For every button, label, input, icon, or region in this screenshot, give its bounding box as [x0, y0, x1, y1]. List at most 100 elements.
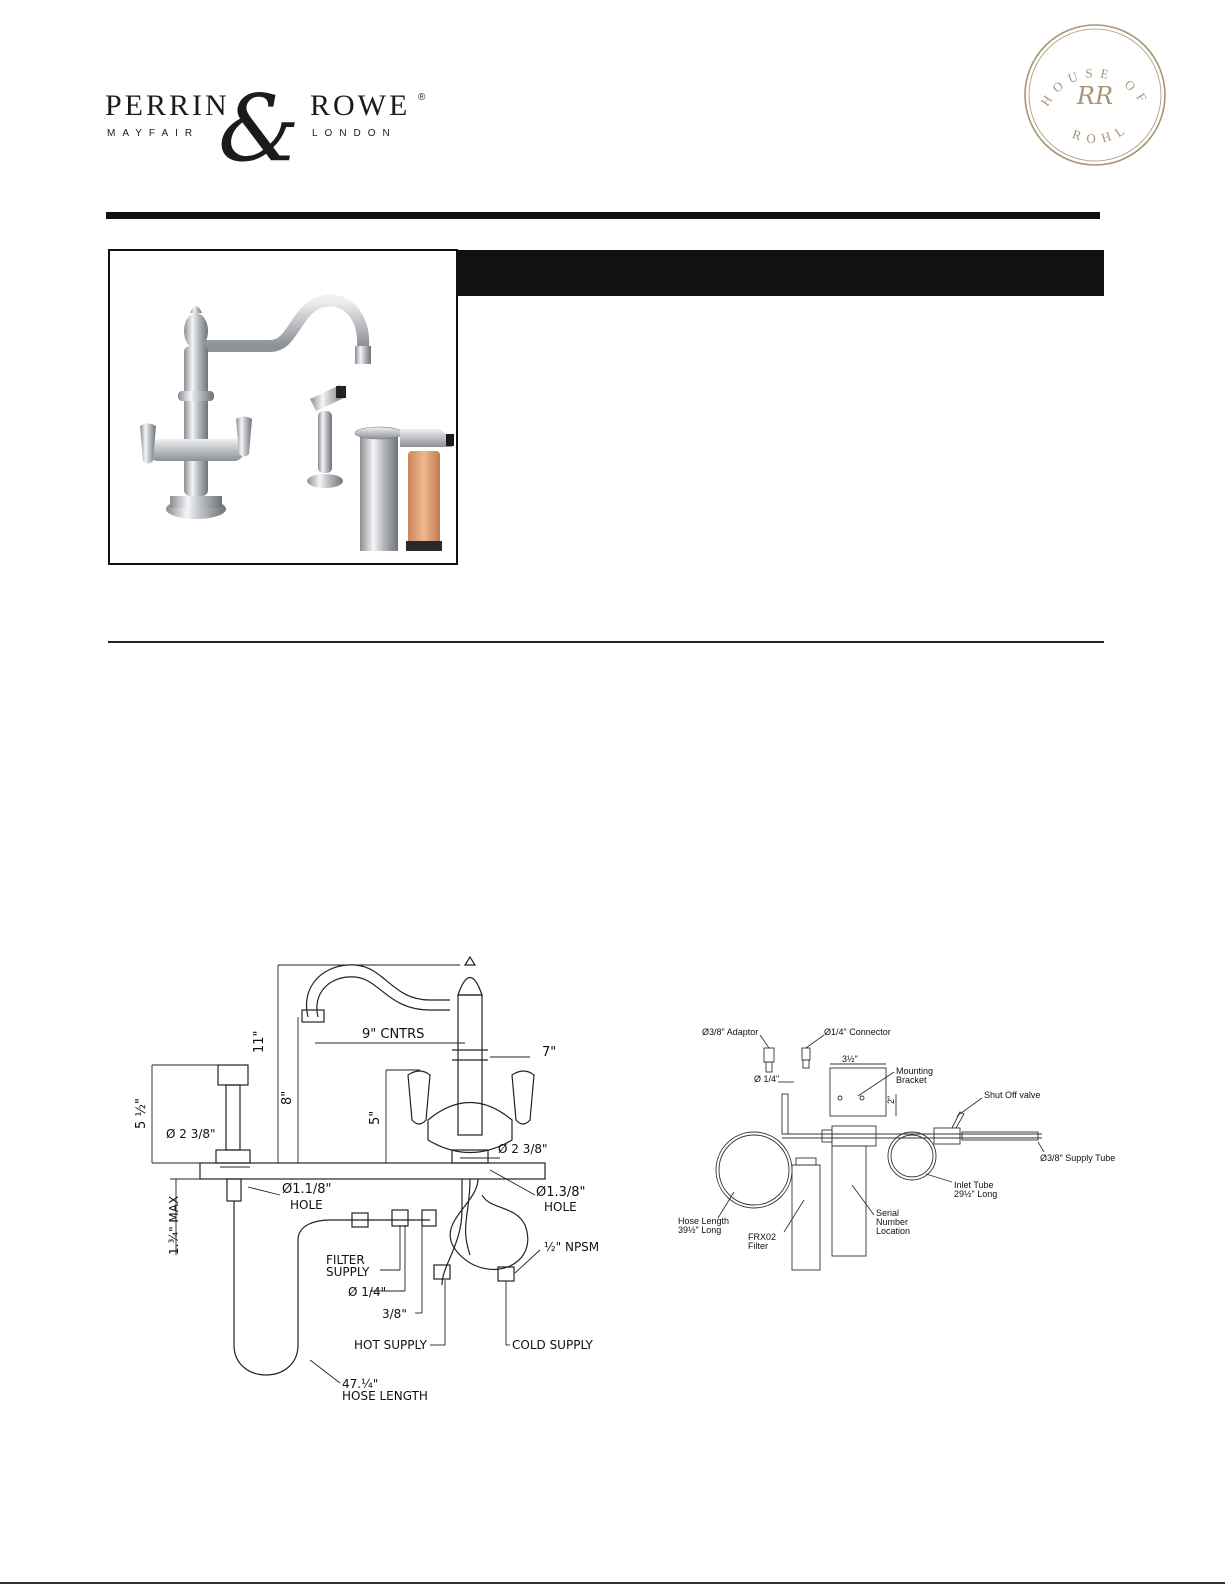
label-hole-small: Ø1.1/8": [282, 1182, 332, 1197]
connector-shape: [801, 1047, 811, 1061]
drawing-spout-tip: [301, 1009, 325, 1023]
drawing-hose-loop: [449, 1178, 529, 1271]
brand-ampersand: &: [218, 80, 300, 175]
drawing-handle-left: [407, 1070, 431, 1125]
label-hole-large-text: HOLE: [544, 1200, 577, 1214]
cartridge-head: [400, 429, 452, 447]
dimension-lines: [151, 964, 541, 1384]
inlet-coil-inner: [890, 1134, 934, 1178]
faucet-column: [184, 346, 208, 496]
label-npsm: ½" NPSM: [544, 1240, 600, 1254]
seal-svg: HOUSE OF ROHL RR: [1024, 24, 1166, 166]
label-max-deck: 1.¾" MAX: [167, 1195, 181, 1255]
drawing-column: [457, 994, 483, 1136]
label-mounting-2: Bracket: [896, 1075, 927, 1085]
side-spray-base: [307, 474, 343, 488]
label-dia-quarter-filter: Ø 1/4": [754, 1074, 780, 1084]
deck-plate: [199, 1162, 546, 1180]
supply-leader: [1037, 1141, 1045, 1153]
label-hose-length-2: 39½" Long: [678, 1225, 722, 1235]
side-spray-tip: [336, 386, 346, 398]
drawing-filter-fitting-3: [421, 1209, 437, 1227]
label-cold-supply: COLD SUPPLY: [512, 1338, 593, 1352]
label-hose-1: 47.¼": [342, 1377, 379, 1391]
filter-drawing-svg: [715, 1034, 1045, 1271]
label-mounting-1: Mounting: [896, 1066, 934, 1076]
faucet-base-ring: [170, 496, 222, 508]
label-reach: 7": [542, 1045, 557, 1060]
drawing-spray-base: [215, 1149, 251, 1164]
hose-coil-inner: [718, 1134, 790, 1206]
label-dia-quarter: Ø 1/4": [348, 1285, 387, 1299]
label-hot-supply: HOT SUPPLY: [354, 1338, 427, 1352]
label-bracket-width: 3½": [842, 1054, 858, 1064]
frx-leader: [783, 1199, 805, 1233]
supply-tube: [961, 1131, 1039, 1141]
label-height-11: 11": [252, 1030, 267, 1053]
adaptor-shape-lower: [765, 1061, 773, 1073]
label-filter-supply-1: FILTER: [326, 1253, 365, 1267]
frx02-cartridge: [791, 1164, 821, 1271]
label-bracket-height: 2": [886, 1095, 896, 1104]
shutoff-valve: [933, 1127, 961, 1145]
shutoff-handle: [951, 1111, 965, 1129]
spout-tip: [355, 346, 371, 364]
leader-hose: [309, 1359, 341, 1384]
filter-housing-drawing: [831, 1145, 867, 1257]
house-of-rohl-seal: HOUSE OF ROHL RR: [1022, 22, 1168, 168]
drawing-spray-head: [217, 1064, 249, 1086]
hose-leader: [717, 1191, 735, 1219]
faucet-ring: [178, 391, 214, 401]
drawing-cap: [457, 976, 483, 996]
seal-monogram: RR: [1076, 82, 1113, 110]
filter-technical-drawing: Ø3/8" Adaptor Ø1/4" Connector Ø 1/4" 3½"…: [672, 1020, 1122, 1290]
label-height-8: 8": [280, 1090, 295, 1105]
brand-registered: ®: [418, 92, 426, 103]
brand-logo-svg: PERRIN & ROWE ® MAYFAIR LONDON: [105, 75, 426, 182]
filter-head: [831, 1125, 877, 1147]
label-inlet-1: Inlet Tube: [954, 1180, 994, 1190]
bracket-hole-1: [837, 1095, 843, 1101]
label-hose-length-1: Hose Length: [678, 1216, 730, 1226]
adaptor-leader: [759, 1034, 770, 1049]
side-spray-body: [318, 411, 332, 473]
drawing-faucet-base: [451, 1149, 489, 1164]
connector-shape-lower: [802, 1059, 810, 1069]
faucet-cap: [184, 313, 208, 349]
drawing-supply-tube-1: [441, 1179, 463, 1286]
label-dia-base: Ø 2 3/8": [498, 1142, 548, 1156]
label-serial-3: Location: [876, 1226, 911, 1236]
label-filter-supply-2: SUPPLY: [326, 1265, 370, 1279]
label-connector: Ø1/4" Connector: [824, 1027, 891, 1037]
label-frx-2: Filter: [748, 1241, 768, 1251]
label-spray-height: 5 ½": [134, 1098, 149, 1129]
drawing-body: [427, 1102, 513, 1154]
faucet-spout: [199, 294, 370, 352]
brand-sub-left: MAYFAIR: [107, 128, 199, 139]
header-rule: [106, 212, 1100, 219]
hose-coil: [715, 1131, 793, 1209]
leader-npsm: [514, 1249, 541, 1274]
cartridge-head-knob: [446, 434, 454, 446]
handle-left: [140, 423, 156, 464]
drawing-spout: [305, 964, 450, 1018]
filter-head-fitting: [821, 1129, 833, 1143]
label-hole-small-text: HOLE: [290, 1198, 323, 1212]
adaptor-shape: [763, 1047, 775, 1063]
product-photo: [108, 249, 458, 565]
serial-leader: [851, 1184, 875, 1216]
product-photo-svg: [140, 294, 454, 551]
inlet-coil: [887, 1131, 937, 1181]
faucet-crossbar: [148, 439, 244, 461]
brand-sub-right: LONDON: [312, 128, 397, 139]
label-serial-1: Serial: [876, 1208, 900, 1218]
label-adaptor: Ø3/8" Adaptor: [702, 1027, 759, 1037]
drawing-spray-hose-loop: [233, 1219, 430, 1376]
drawing-filter-fitting-2: [391, 1209, 409, 1227]
mounting-bracket: [829, 1067, 887, 1117]
bracket-hole-2: [859, 1095, 865, 1101]
drawing-finial: [463, 955, 477, 966]
drawing-spray-shank: [226, 1178, 242, 1202]
label-inlet-2: 29½" Long: [954, 1189, 998, 1199]
label-height-5: 5": [368, 1110, 383, 1125]
